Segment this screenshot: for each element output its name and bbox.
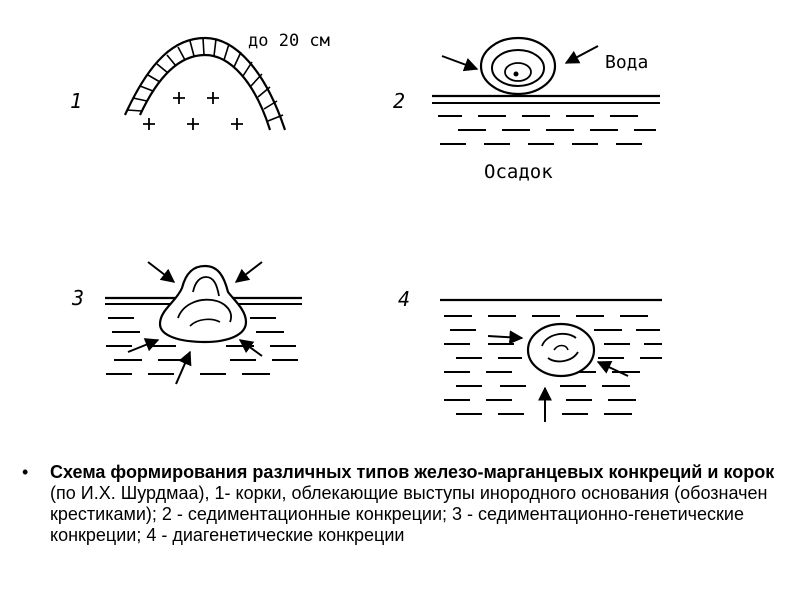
caption-body: (по И.Х. Шурдмаа), 1- корки, облекающие … — [50, 483, 768, 545]
panel-1: 1 до 20 см — [70, 31, 330, 131]
nodule-inner-ring-3 — [189, 318, 221, 327]
arrow-mid-left — [127, 338, 160, 353]
sediment-label: Осадок — [484, 161, 553, 183]
water-label: Вода — [605, 52, 648, 73]
crust-outer-arc — [123, 36, 287, 131]
panel-number-1: 1 — [70, 89, 82, 113]
sediment-dashes — [438, 115, 656, 145]
arrow-right — [596, 360, 629, 377]
panel-3: 3 — [71, 261, 302, 385]
panel-number-4: 4 — [398, 287, 410, 311]
caption-text: Схема формирования различных типов желез… — [50, 462, 782, 546]
thickness-label: до 20 см — [248, 31, 330, 51]
nodule-inner-ring-3 — [553, 344, 569, 351]
nodule-outline — [526, 322, 596, 378]
arrow-left — [441, 55, 479, 72]
nodule-middle-shell — [491, 49, 545, 87]
basement-crosses — [143, 92, 243, 130]
panel-number-2: 2 — [393, 89, 405, 113]
nodule-outline — [158, 264, 248, 344]
arrow-bottom — [175, 350, 192, 385]
concretion-diagram: 1 до 20 см — [70, 31, 662, 422]
arrow-left — [487, 330, 524, 345]
panel-4: 4 — [398, 287, 662, 422]
nodule-inner-ring-1 — [192, 276, 220, 297]
nodule-inner-ring-2 — [177, 298, 232, 323]
crust-hatching — [126, 37, 284, 122]
figure-caption: • Схема формирования различных типов жел… — [22, 462, 782, 546]
caption-title: Схема формирования различных типов желез… — [50, 462, 775, 482]
arrow-mid-right — [238, 339, 263, 357]
nodule-inner-shell — [504, 62, 532, 82]
arrow-right — [564, 45, 599, 64]
panel-2: 2 Вода Осадок — [393, 36, 660, 183]
arrow-top-right — [234, 261, 263, 283]
panel-number-3: 3 — [71, 286, 84, 310]
nodule-core — [513, 71, 519, 77]
nodule-inner-ring-2 — [547, 351, 579, 363]
bullet-marker: • — [22, 462, 29, 482]
nodule-inner-ring-1 — [541, 332, 577, 347]
arrow-top-left — [147, 261, 176, 283]
